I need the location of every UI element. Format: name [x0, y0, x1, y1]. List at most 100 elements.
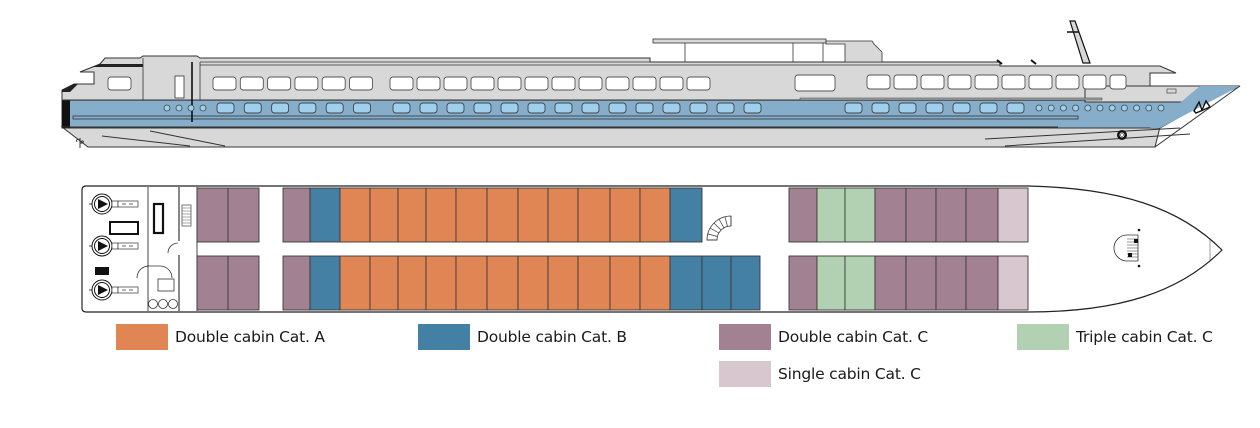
- cabin-window: [716, 102, 735, 114]
- window: [632, 76, 657, 91]
- window: [524, 76, 549, 91]
- door-arc: [167, 242, 179, 254]
- cabin-window: [952, 102, 971, 114]
- legend-swatch: [1017, 324, 1069, 350]
- cabin-window: [298, 102, 317, 114]
- cabin-double-cat-b: [669, 255, 703, 311]
- window: [497, 76, 522, 91]
- hull-line: [101, 135, 191, 147]
- legend-swatch: [719, 361, 771, 387]
- window: [551, 76, 576, 91]
- stern-roof-dark: [80, 64, 143, 72]
- legend-item-cat-b-double: Double cabin Cat. B: [418, 324, 627, 350]
- cabin-double-cat-c: [905, 187, 937, 243]
- porthole: [1035, 104, 1043, 112]
- cabin-double-cat-a: [639, 187, 671, 243]
- porthole: [1060, 104, 1067, 112]
- window: [294, 76, 319, 91]
- bow-stripe: [799, 97, 1103, 101]
- cabin-double-cat-c: [788, 255, 818, 311]
- cabin-window: [844, 102, 863, 114]
- cabin-triple-cat-c: [844, 187, 876, 243]
- locker: [152, 202, 165, 235]
- cabin-double-cat-a: [425, 255, 457, 311]
- cabin-single-cat-c: [997, 187, 1029, 243]
- window: [605, 76, 630, 91]
- cabin-double-cat-b: [730, 255, 761, 311]
- porthole: [1096, 104, 1104, 112]
- legend-label: Single cabin Cat. C: [778, 365, 921, 383]
- cabin-window: [325, 102, 344, 114]
- legend-swatch: [418, 324, 470, 350]
- cabin-window: [743, 102, 762, 114]
- bow-prow: [1150, 86, 1240, 128]
- porthole: [1157, 104, 1165, 112]
- cabin-double-cat-a: [609, 255, 641, 311]
- stern-deck-dark: [62, 84, 78, 92]
- bow-outline: [1154, 85, 1241, 148]
- roof-vent: [996, 59, 1003, 65]
- cabin-double-cat-b: [669, 187, 703, 243]
- cabin-window: [446, 102, 465, 114]
- cabin-window: [635, 102, 654, 114]
- window: [239, 76, 264, 91]
- roof-vent: [1030, 59, 1037, 65]
- window: [794, 74, 836, 92]
- cabin-double-cat-c: [874, 255, 907, 311]
- cabin-window: [419, 102, 438, 114]
- engine-room-equipment: [109, 221, 139, 235]
- cabin-window: [554, 102, 573, 114]
- cabin-double-cat-c: [227, 187, 260, 243]
- window: [1082, 74, 1107, 90]
- window: [974, 74, 999, 90]
- cabin-single-cat-c: [997, 255, 1029, 311]
- cabin-double-cat-a: [397, 255, 427, 311]
- porthole: [187, 104, 195, 112]
- window: [470, 76, 495, 91]
- window: [866, 74, 891, 90]
- cabin-double-cat-c: [874, 187, 907, 243]
- cabin-double-cat-a: [455, 187, 488, 243]
- vent-grille: [1166, 88, 1177, 94]
- window: [321, 76, 346, 91]
- upper-windows: [107, 74, 1127, 92]
- hull-windows: [216, 102, 1025, 114]
- window: [893, 74, 918, 90]
- cabin-double-cat-b: [309, 255, 341, 311]
- ship-side-elevation: [60, 20, 1241, 148]
- window: [267, 76, 292, 91]
- stairs-icon: [181, 204, 192, 227]
- cabin-triple-cat-c: [844, 255, 876, 311]
- window: [1055, 74, 1080, 90]
- cabin-window: [271, 102, 290, 114]
- cabin-double-cat-c: [965, 187, 999, 243]
- cabin-double-cat-c: [196, 255, 229, 311]
- window: [659, 76, 684, 91]
- door: [174, 75, 185, 99]
- cabin-double-cat-c: [788, 187, 818, 243]
- legend-label: Triple cabin Cat. C: [1076, 328, 1213, 346]
- porthole: [1084, 104, 1092, 112]
- legend-item-cat-c-double: Double cabin Cat. C: [719, 324, 928, 350]
- cabin-triple-cat-c: [816, 187, 846, 243]
- washing-units: [148, 299, 178, 309]
- cabin-double-cat-c: [196, 187, 229, 243]
- cabin-double-cat-a: [547, 187, 579, 243]
- cabin-double-cat-a: [547, 255, 579, 311]
- cabin-double-cat-a: [517, 187, 549, 243]
- cabin-window: [473, 102, 492, 114]
- bow-thruster-icon: [1117, 130, 1127, 140]
- cabin-double-cat-a: [369, 255, 399, 311]
- propeller-icon: [76, 138, 84, 148]
- legend-label: Double cabin Cat. C: [778, 328, 929, 346]
- cabin-window: [689, 102, 708, 114]
- cabin-double-cat-a: [339, 187, 371, 243]
- legend-swatch: [719, 324, 771, 350]
- cabin-window: [500, 102, 519, 114]
- cabin-double-cat-c: [935, 187, 967, 243]
- window: [686, 76, 711, 91]
- spiral-staircase-icon: [1113, 228, 1141, 268]
- window: [1001, 74, 1026, 90]
- window: [920, 74, 945, 90]
- porthole: [1072, 104, 1079, 112]
